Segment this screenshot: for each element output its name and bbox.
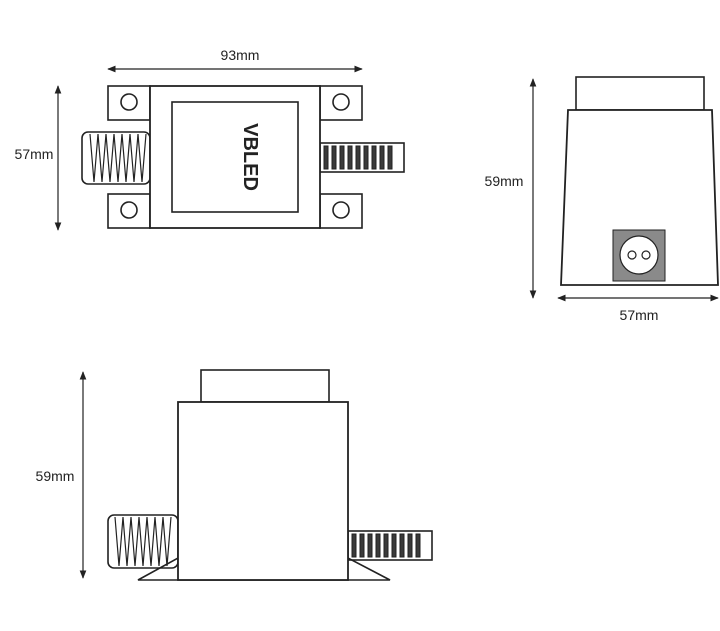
front-view: 59mm — [36, 369, 433, 581]
socket-pin-icon — [627, 250, 637, 260]
dim-label-59mm-front: 59mm — [36, 468, 75, 484]
brand-label: VBLED — [239, 123, 261, 191]
left-cable-gland — [81, 131, 151, 185]
side-view: 59mm 57mm — [485, 76, 719, 323]
socket-pin-icon — [641, 250, 651, 260]
top-view: VBLED 93mm 57mm — [15, 47, 405, 231]
housing-top — [149, 85, 321, 229]
socket-icon — [619, 235, 659, 275]
right-cable-gland — [319, 142, 405, 173]
dim-label-57mm-side: 57mm — [620, 307, 659, 323]
mount-ear-top-left — [107, 85, 151, 121]
label-panel — [171, 101, 299, 213]
mount-hole-icon — [332, 201, 350, 219]
front-left-cable-gland — [107, 514, 179, 569]
mount-ear-bottom-right — [319, 193, 363, 229]
mount-ear-bottom-left — [107, 193, 151, 229]
side-housing — [560, 109, 719, 286]
dim-label-59mm-side: 59mm — [485, 173, 524, 189]
mount-hole-icon — [120, 93, 138, 111]
dim-label-93mm: 93mm — [221, 47, 260, 63]
mount-hole-icon — [332, 93, 350, 111]
front-cap — [200, 369, 330, 403]
front-housing — [177, 401, 349, 581]
dim-label-57mm-top: 57mm — [15, 146, 54, 162]
mount-hole-icon — [120, 201, 138, 219]
side-cap — [575, 76, 705, 111]
front-right-cable-gland — [347, 530, 433, 561]
mount-ear-top-right — [319, 85, 363, 121]
